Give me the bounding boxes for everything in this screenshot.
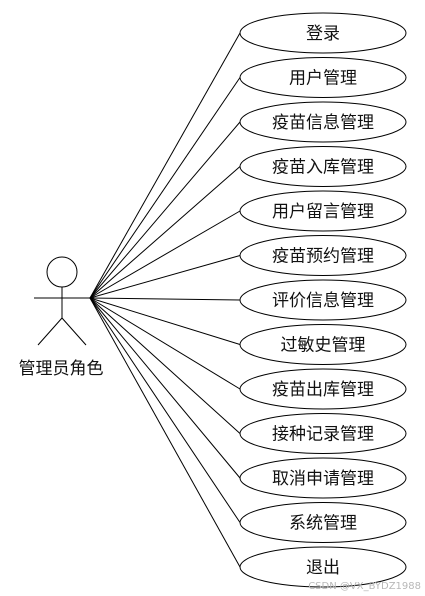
use-case-ellipse <box>239 12 407 54</box>
use-case-system-management: 系统管理 <box>239 502 407 543</box>
use-case-user-management: 用户管理 <box>239 57 407 98</box>
use-case-label: 评价信息管理 <box>272 291 374 311</box>
actor-head <box>46 256 78 288</box>
actor-label: 管理员角色 <box>19 359 104 379</box>
use-case-label: 疫苗出库管理 <box>272 380 374 400</box>
association-line-logout <box>89 297 241 568</box>
use-case-list: 登录用户管理疫苗信息管理疫苗入库管理用户留言管理疫苗预约管理评价信息管理过敏史管… <box>239 12 407 588</box>
use-case-user-message-management: 用户留言管理 <box>239 190 407 232</box>
use-case-vaccine-stock-out-management: 疫苗出库管理 <box>239 368 407 410</box>
use-case-ellipse <box>239 279 407 321</box>
association-line-allergy-history-management <box>89 297 241 345</box>
use-case-review-info-management: 评价信息管理 <box>239 279 407 321</box>
use-case-ellipse <box>239 368 407 410</box>
use-case-vaccine-info-management: 疫苗信息管理 <box>239 101 407 143</box>
association-line-cancel-request-management <box>89 297 241 479</box>
actor-right-leg <box>61 317 87 346</box>
use-case-cancel-request-management: 取消申请管理 <box>239 457 407 499</box>
use-case-label: 系统管理 <box>289 514 357 534</box>
use-case-ellipse <box>239 101 407 143</box>
association-line-vaccine-info-management <box>89 121 241 299</box>
association-line-vaccination-record-management <box>89 297 241 434</box>
use-case-login: 登录 <box>239 12 407 54</box>
use-case-label: 过敏史管理 <box>281 336 366 356</box>
use-case-ellipse <box>239 57 407 98</box>
use-case-label: 接种记录管理 <box>272 425 374 445</box>
use-case-ellipse <box>239 546 407 588</box>
association-line-vaccine-stock-in-management <box>89 166 241 299</box>
use-case-label: 登录 <box>306 24 340 44</box>
use-case-ellipse <box>239 502 407 543</box>
association-line-vaccine-stock-out-management <box>89 297 241 390</box>
watermark-text: CSDN @VX_BYDZ1988 <box>308 581 421 592</box>
association-line-system-management <box>89 297 241 523</box>
use-case-vaccination-record-management: 接种记录管理 <box>239 413 407 454</box>
use-case-vaccine-stock-in-management: 疫苗入库管理 <box>239 146 407 187</box>
use-case-allergy-history-management: 过敏史管理 <box>239 324 407 365</box>
use-case-label: 疫苗入库管理 <box>272 158 374 178</box>
use-case-ellipse <box>239 146 407 187</box>
use-case-label: 用户留言管理 <box>272 202 374 222</box>
use-case-label: 退出 <box>306 558 340 578</box>
actor-left-leg <box>37 317 63 346</box>
use-case-ellipse <box>239 413 407 454</box>
use-case-vaccine-appointment-management: 疫苗预约管理 <box>239 235 407 276</box>
use-case-ellipse <box>239 190 407 232</box>
use-case-ellipse <box>239 324 407 365</box>
association-line-login <box>89 32 241 299</box>
association-line-review-info-management <box>89 297 241 301</box>
association-lines <box>89 32 241 568</box>
association-line-vaccine-appointment-management <box>89 255 241 299</box>
use-case-ellipse <box>239 235 407 276</box>
use-case-label: 用户管理 <box>289 69 357 89</box>
use-case-label: 疫苗预约管理 <box>272 247 374 267</box>
actor-figure <box>34 256 90 346</box>
use-case-label: 取消申请管理 <box>272 469 374 489</box>
association-line-user-management <box>89 77 241 299</box>
association-line-user-message-management <box>89 210 241 299</box>
use-case-logout: 退出 <box>239 546 407 588</box>
use-case-label: 疫苗信息管理 <box>272 113 374 133</box>
use-case-ellipse <box>239 457 407 499</box>
